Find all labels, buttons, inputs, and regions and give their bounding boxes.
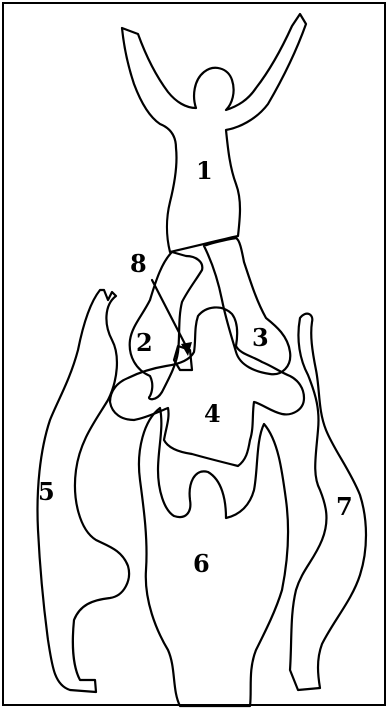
label-2: 2: [136, 328, 153, 357]
label-4: 4: [204, 399, 221, 428]
figure-7-outline: [290, 314, 366, 690]
label-1: 1: [196, 156, 213, 185]
label-3: 3: [252, 323, 269, 352]
figure-6-outline: [139, 408, 288, 706]
label-8: 8: [130, 249, 147, 278]
label-6: 6: [193, 549, 210, 578]
label-7: 7: [336, 492, 353, 521]
label-5: 5: [38, 477, 55, 506]
figure-1-outline: [122, 14, 306, 252]
